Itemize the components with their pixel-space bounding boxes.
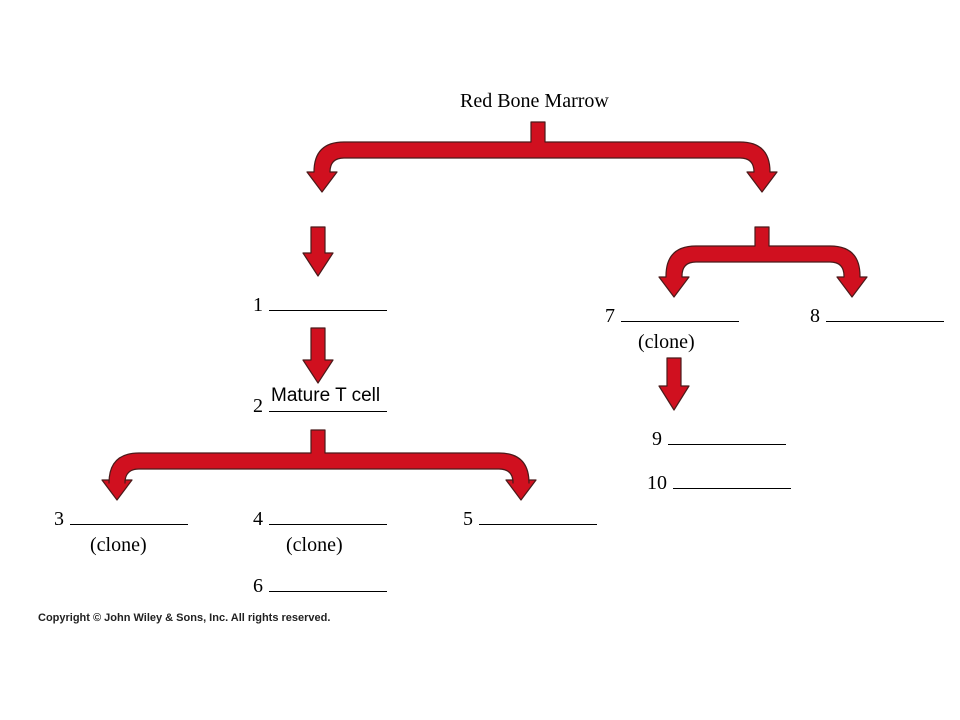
node-7-number: 7 <box>605 305 615 327</box>
node-10-blank[interactable] <box>673 472 791 489</box>
arrow-1-to-2 <box>302 327 334 384</box>
fork-2-arrow <box>101 429 537 501</box>
node-10-number: 10 <box>647 472 667 494</box>
node-7-label: 7 <box>605 304 739 328</box>
node-2-blank[interactable] <box>269 395 387 412</box>
node-1-label: 1 <box>253 293 387 317</box>
arrow-7-to-9 <box>658 357 690 411</box>
node-5-label: 5 <box>463 507 597 531</box>
node-1-blank[interactable] <box>269 294 387 311</box>
node-8-label: 8 <box>810 304 944 328</box>
node-9-blank[interactable] <box>668 428 786 445</box>
diagram-title: Red Bone Marrow <box>460 90 609 112</box>
node-3-sub: (clone) <box>90 534 147 556</box>
node-2-answer: Mature T cell <box>271 385 381 406</box>
node-6-number: 6 <box>253 575 263 597</box>
node-10-label: 10 <box>647 471 791 495</box>
fork-marrow-arrow <box>306 121 778 193</box>
node-9-number: 9 <box>652 428 662 450</box>
node-4-label: 4 <box>253 507 387 531</box>
node-2-label: 2 <box>253 394 387 418</box>
node-8-blank[interactable] <box>826 305 944 322</box>
copyright-notice: Copyright © John Wiley & Sons, Inc. All … <box>38 612 331 624</box>
node-2-number: 2 <box>253 395 263 417</box>
node-5-number: 5 <box>463 508 473 530</box>
node-4-sub: (clone) <box>286 534 343 556</box>
node-3-label: 3 <box>54 507 188 531</box>
node-8-number: 8 <box>810 305 820 327</box>
fork-right-arrow <box>658 226 868 298</box>
node-6-label: 6 <box>253 574 387 598</box>
node-7-sub: (clone) <box>638 331 695 353</box>
node-4-number: 4 <box>253 508 263 530</box>
arrow-to-1 <box>302 226 334 277</box>
node-6-blank[interactable] <box>269 575 387 592</box>
node-7-blank[interactable] <box>621 305 739 322</box>
node-3-blank[interactable] <box>70 508 188 525</box>
node-5-blank[interactable] <box>479 508 597 525</box>
node-9-label: 9 <box>652 427 786 451</box>
node-4-blank[interactable] <box>269 508 387 525</box>
node-1-number: 1 <box>253 294 263 316</box>
node-3-number: 3 <box>54 508 64 530</box>
